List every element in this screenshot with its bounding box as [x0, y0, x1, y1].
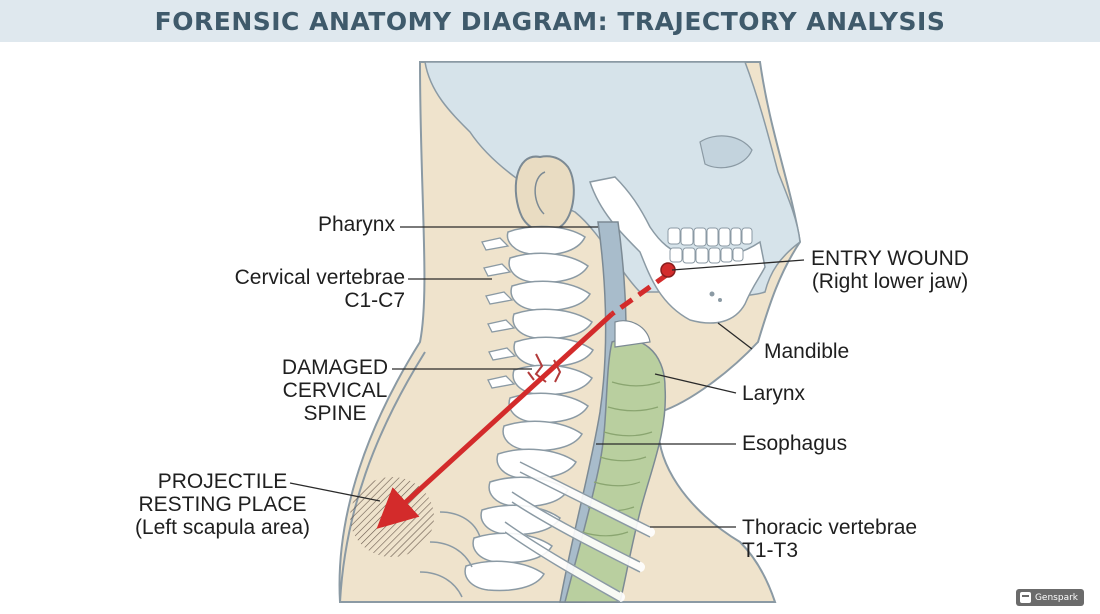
genspark-badge: Genspark: [1015, 589, 1084, 606]
eye-socket: [699, 135, 753, 169]
leader-lines: [289, 226, 805, 528]
page-title: FORENSIC ANATOMY DIAGRAM: TRAJECTORY ANA…: [154, 6, 946, 36]
trajectory-dashed: [610, 271, 670, 317]
larynx-text: Larynx: [742, 382, 806, 405]
label-thoracic-vertebrae: Thoracic vertebrae T1-T3: [742, 516, 917, 562]
thoracic-text-line2: T1-T3: [742, 539, 799, 562]
cervical-text-line2: C1-C7: [344, 289, 405, 312]
label-larynx: Larynx: [742, 382, 805, 405]
damaged-text-line3: SPINE: [303, 402, 367, 425]
cervical-text-line1: Cervical vertebrae: [234, 266, 405, 289]
back-outline: [339, 351, 426, 603]
ear: [514, 155, 575, 234]
damaged-text-line1: DAMAGED: [281, 356, 389, 379]
mandible-text: Mandible: [764, 340, 850, 363]
pharynx-text: Pharynx: [317, 213, 395, 236]
label-esophagus: Esophagus: [742, 432, 847, 455]
esophagus-text: Esophagus: [742, 432, 848, 455]
label-cervical-vertebrae: Cervical vertebrae C1-C7: [180, 266, 405, 312]
entry-text-line1: ENTRY WOUND: [811, 247, 969, 270]
lower-teeth: [669, 247, 744, 264]
label-pharynx: Pharynx: [250, 213, 395, 236]
title-bar: FORENSIC ANATOMY DIAGRAM: TRAJECTORY ANA…: [0, 0, 1100, 42]
trajectory-line: [376, 312, 614, 529]
label-entry-wound: ENTRY WOUND (Right lower jaw): [800, 247, 980, 293]
badge-text: Genspark: [1034, 592, 1078, 603]
thoracic-text-line1: Thoracic vertebrae: [742, 516, 918, 539]
label-damaged-spine: DAMAGED CERVICAL SPINE: [270, 356, 400, 425]
upper-teeth: [667, 227, 753, 247]
anatomy-diagram: Pharynx Cervical vertebrae C1-C7 DAMAGED…: [0, 42, 1100, 614]
projectile-text-line2: RESTING PLACE: [138, 493, 307, 516]
mandible-bone: [589, 176, 766, 324]
label-projectile-resting: PROJECTILE RESTING PLACE (Left scapula a…: [120, 470, 325, 539]
damaged-text-line2: CERVICAL: [282, 379, 388, 402]
projectile-text-line1: PROJECTILE: [157, 470, 288, 493]
label-mandible: Mandible: [764, 340, 849, 363]
projectile-text-line3: (Left scapula area): [134, 516, 311, 539]
genspark-logo-icon: [1019, 592, 1031, 603]
neck-illustration: [289, 61, 805, 603]
entry-text-line2: (Right lower jaw): [811, 270, 969, 293]
